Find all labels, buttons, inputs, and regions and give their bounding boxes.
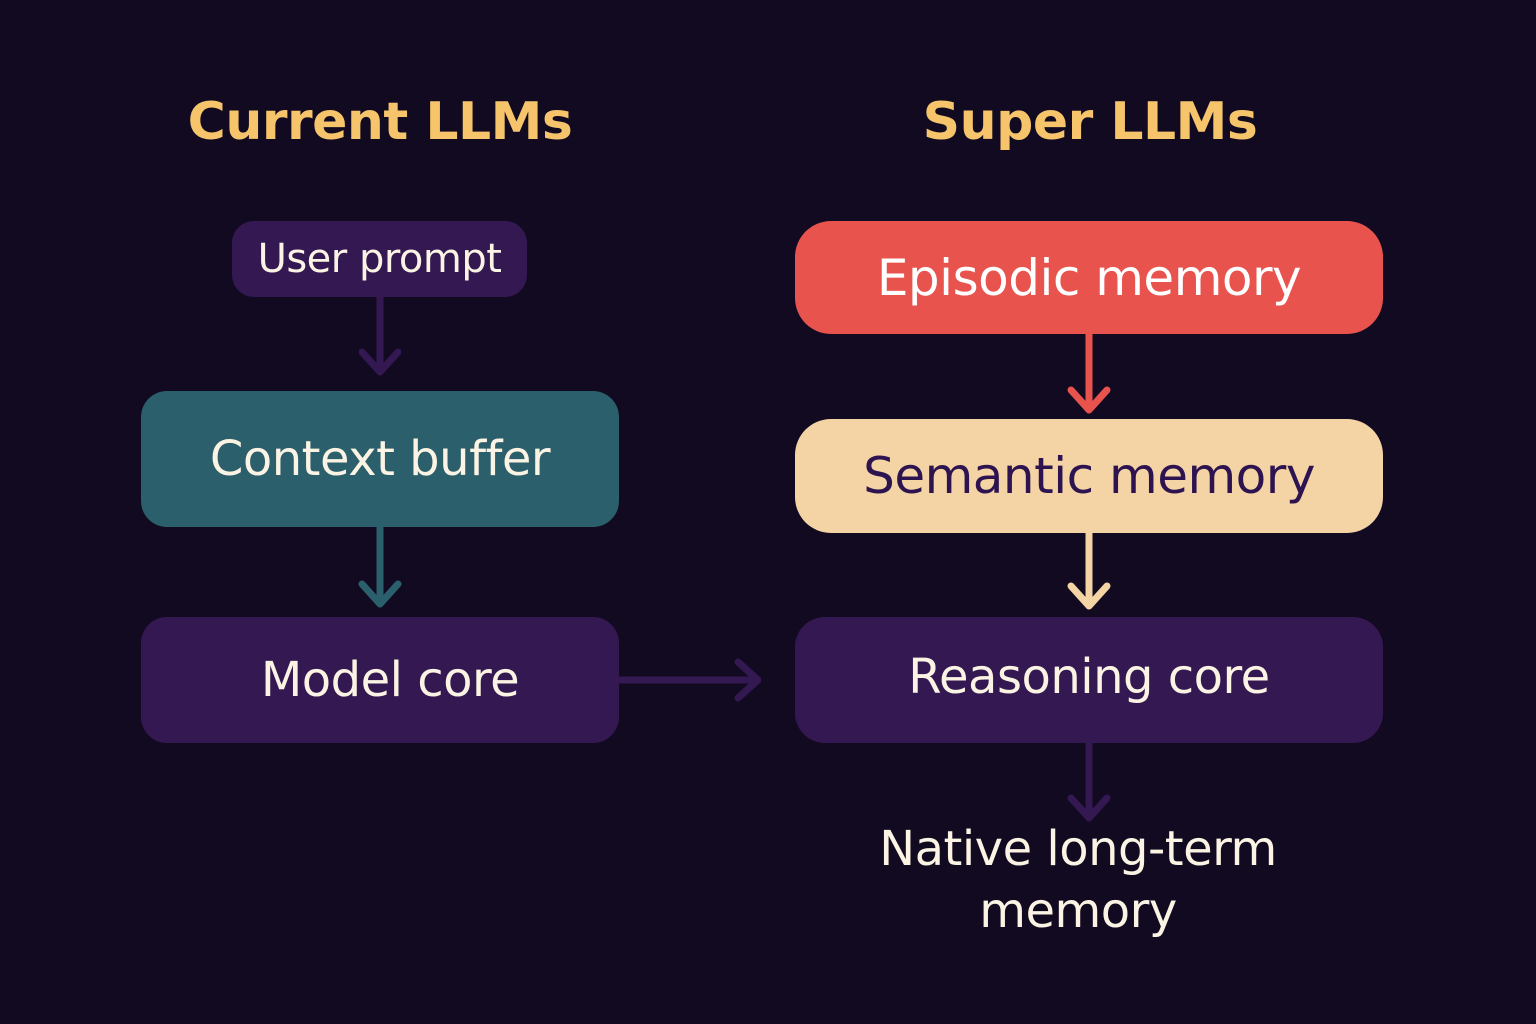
- super-llms-title: Super LLMs: [922, 92, 1258, 152]
- episodic-memory-node: Episodic memory: [795, 221, 1383, 334]
- long-term-memory-output: Native long-term memory: [879, 818, 1277, 942]
- arrow-semantic-to-reasoning: [1067, 529, 1111, 610]
- arrow-context-buffer-to-model-core: [358, 522, 402, 608]
- context-buffer-node: Context buffer: [141, 391, 619, 527]
- long-term-memory-line2: memory: [979, 883, 1177, 939]
- current-llms-title: Current LLMs: [187, 92, 573, 152]
- arrow-episodic-to-semantic: [1067, 330, 1111, 414]
- user-prompt-node: User prompt: [232, 221, 527, 297]
- arrow-reasoning-to-long-term-memory: [1067, 739, 1111, 822]
- arrow-model-core-to-reasoning-core: [614, 658, 762, 702]
- reasoning-core-node: Reasoning core: [795, 617, 1383, 743]
- semantic-memory-node: Semantic memory: [795, 419, 1383, 533]
- model-core-node: Model core: [141, 617, 619, 743]
- arrow-user-prompt-to-context-buffer: [358, 292, 402, 376]
- long-term-memory-line1: Native long-term: [879, 821, 1277, 877]
